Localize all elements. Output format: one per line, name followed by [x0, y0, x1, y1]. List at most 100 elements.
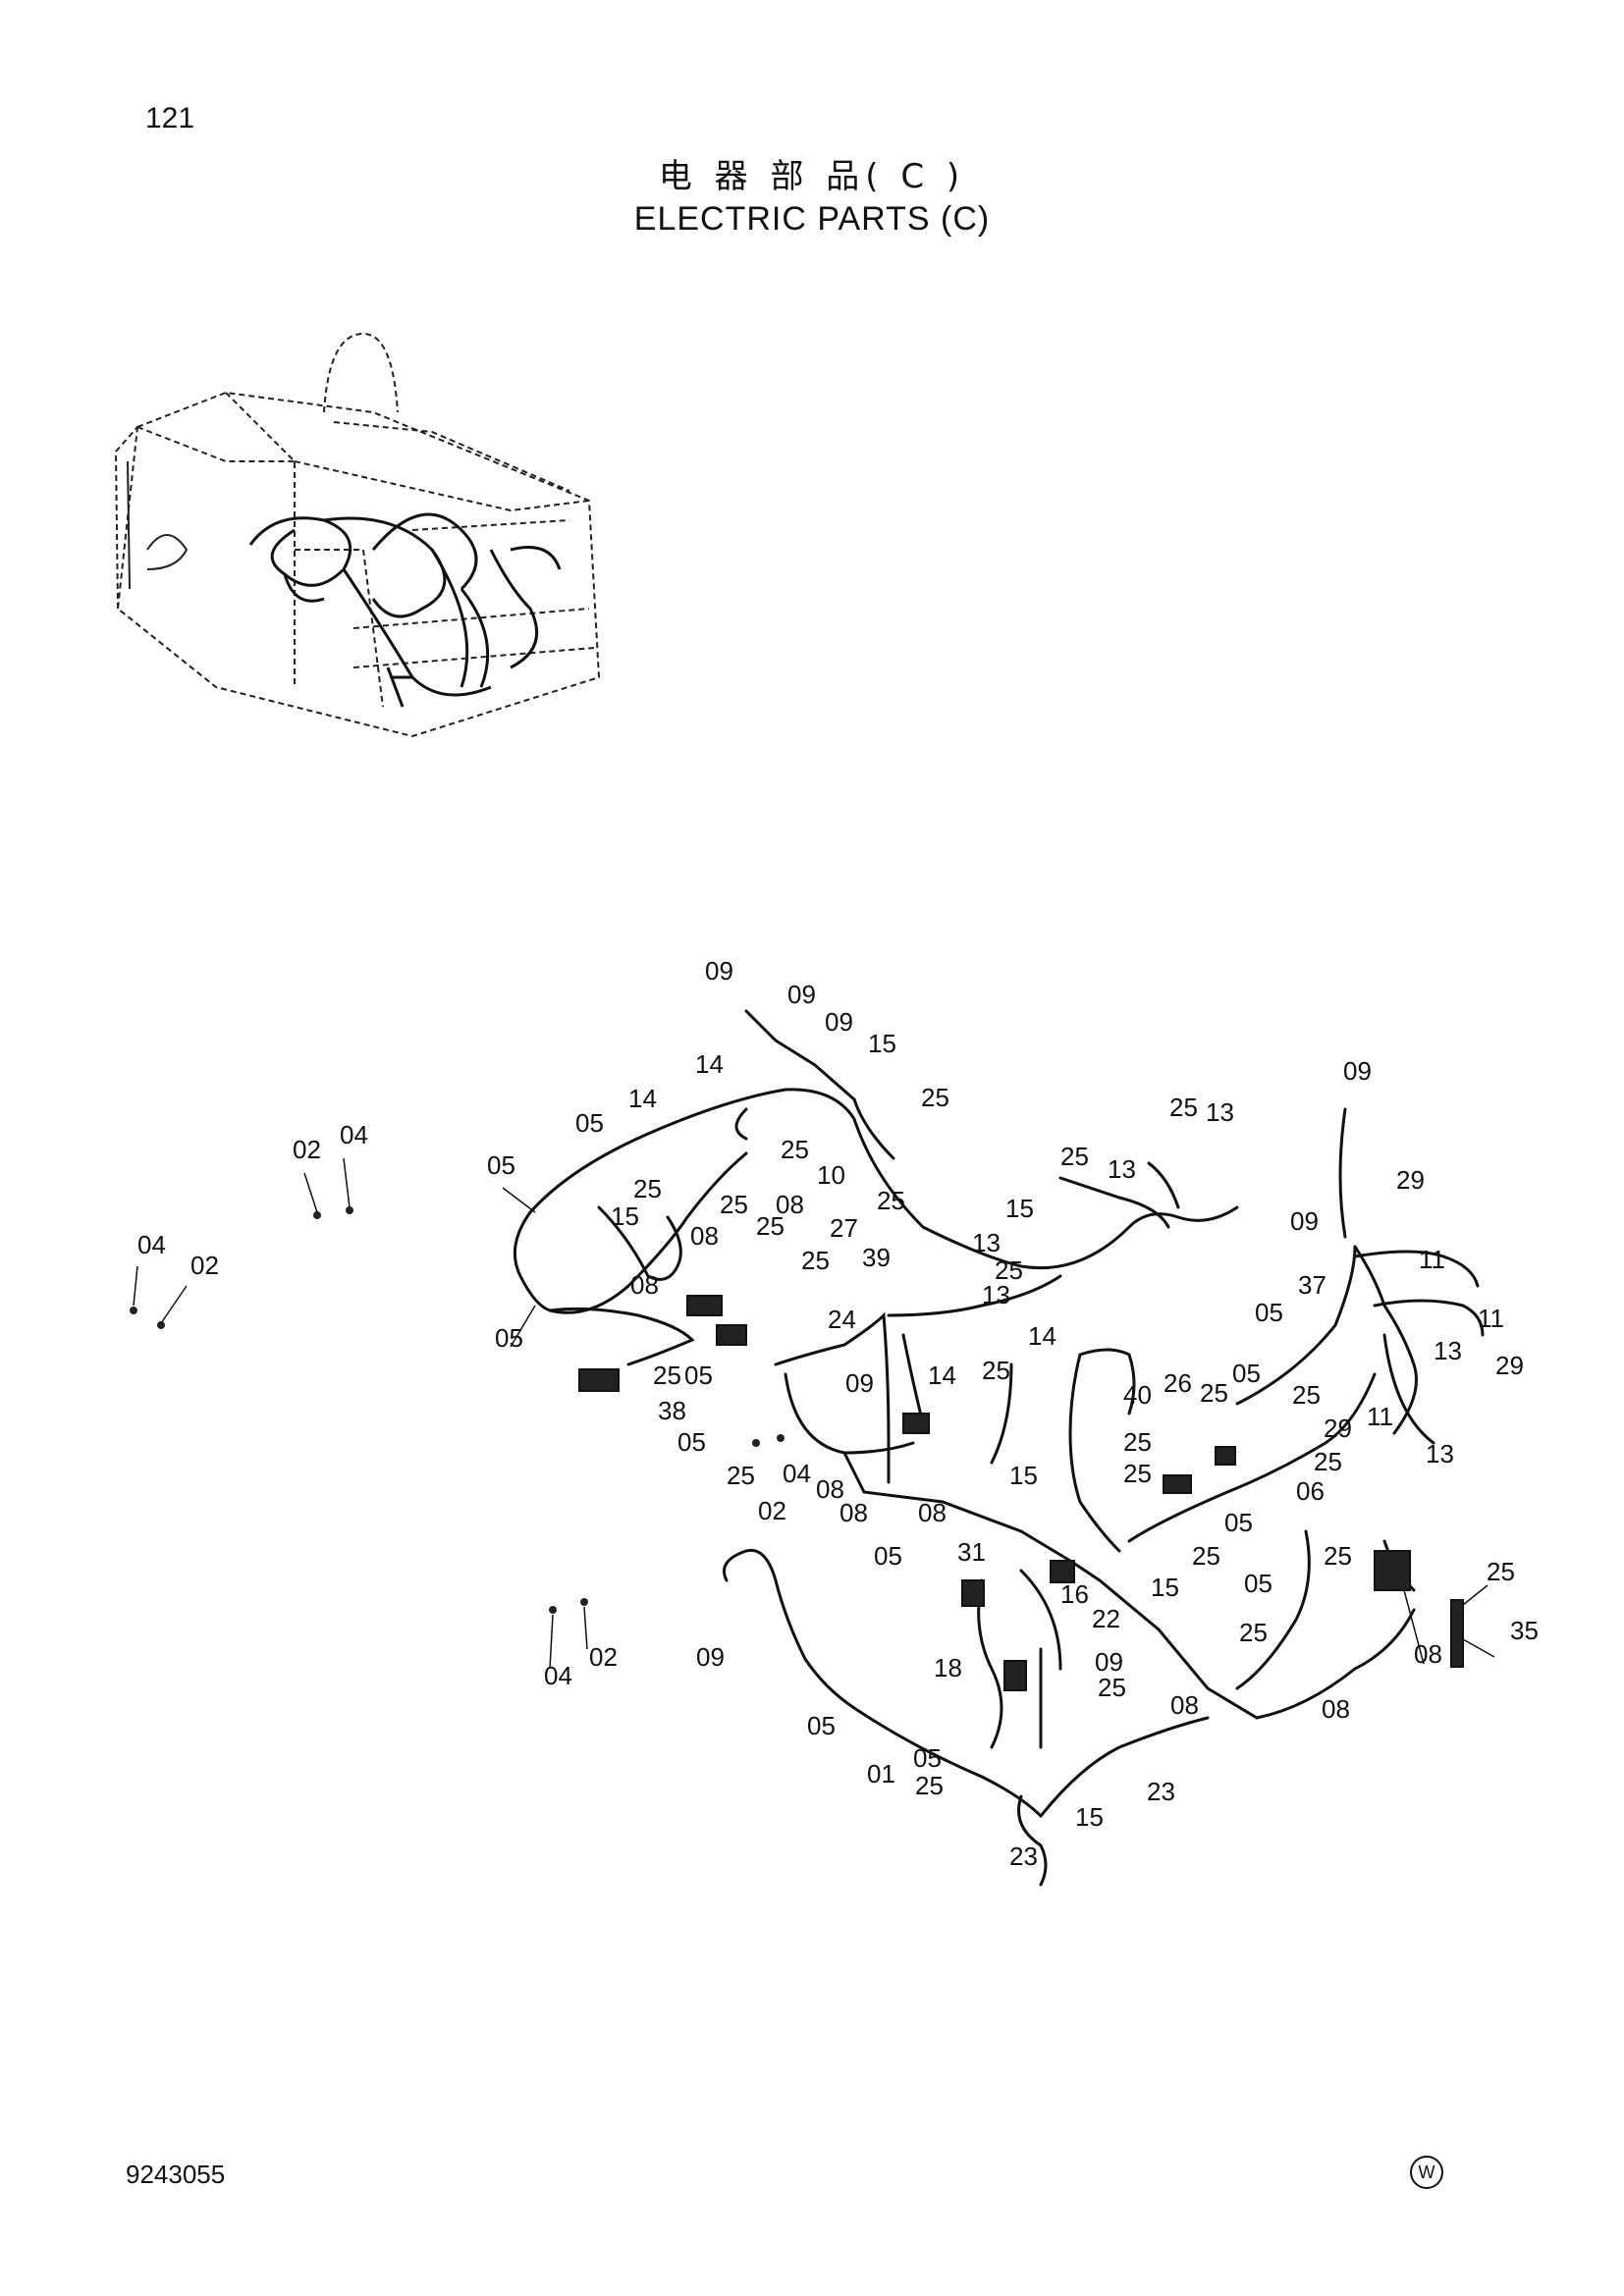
callout-05: 05	[495, 1323, 523, 1353]
callout-25: 25	[727, 1461, 755, 1490]
callout-05: 05	[874, 1541, 902, 1571]
callout-13: 13	[1426, 1439, 1454, 1468]
callout-08: 08	[816, 1474, 844, 1504]
callout-25: 25	[1324, 1541, 1352, 1571]
callout-02: 02	[190, 1251, 219, 1280]
callout-05: 05	[807, 1711, 836, 1740]
callout-25: 25	[756, 1211, 785, 1241]
callout-37: 37	[1298, 1270, 1326, 1300]
callout-02: 02	[293, 1135, 321, 1164]
callout-09: 09	[1290, 1206, 1319, 1236]
callout-02: 02	[758, 1496, 786, 1525]
callout-23: 23	[1147, 1777, 1175, 1806]
callout-25: 25	[1169, 1093, 1198, 1122]
callout-14: 14	[695, 1049, 724, 1079]
callout-01: 01	[867, 1759, 895, 1789]
callout-08: 08	[1322, 1694, 1350, 1724]
callout-04: 04	[137, 1230, 166, 1259]
callout-09: 09	[787, 980, 816, 1009]
callout-25: 25	[915, 1771, 944, 1800]
callout-05: 05	[1255, 1298, 1283, 1327]
callout-26: 26	[1164, 1368, 1192, 1398]
callout-29: 29	[1495, 1351, 1524, 1380]
callout-22: 22	[1092, 1604, 1120, 1633]
page-title-chinese: 电 器 部 品( C )	[658, 157, 966, 196]
callout-05: 05	[684, 1361, 713, 1390]
callout-25: 25	[801, 1246, 830, 1275]
callout-40: 40	[1123, 1380, 1152, 1410]
callout-06: 06	[1296, 1476, 1325, 1506]
document-number: 9243055	[126, 2160, 226, 2189]
callout-25: 25	[781, 1135, 809, 1164]
callout-25: 25	[653, 1361, 681, 1390]
callout-04: 04	[544, 1661, 572, 1690]
callout-08: 08	[630, 1270, 659, 1300]
callout-13: 13	[982, 1280, 1010, 1309]
callout-29: 29	[1396, 1165, 1425, 1195]
callout-14: 14	[628, 1084, 657, 1113]
callout-25: 25	[1123, 1427, 1152, 1457]
callout-16: 16	[1060, 1579, 1089, 1609]
callout-05: 05	[677, 1427, 706, 1457]
page-title-english: ELECTRIC PARTS (C)	[633, 200, 991, 238]
callout-25: 25	[1239, 1618, 1268, 1647]
callout-25: 25	[1292, 1380, 1321, 1410]
callout-05: 05	[575, 1108, 604, 1138]
callout-14: 14	[1028, 1321, 1056, 1351]
callout-13: 13	[1108, 1154, 1136, 1184]
callout-14: 14	[928, 1361, 956, 1390]
page-number: 121	[145, 102, 195, 134]
callout-29: 29	[1324, 1414, 1352, 1443]
callout-25: 25	[921, 1083, 949, 1112]
callout-11: 11	[1419, 1245, 1445, 1274]
callout-08: 08	[839, 1498, 868, 1527]
callout-25: 25	[1192, 1541, 1220, 1571]
callout-15: 15	[1009, 1461, 1038, 1490]
callout-05: 05	[1224, 1508, 1253, 1537]
callout-25: 25	[1200, 1378, 1228, 1408]
callout-25: 25	[1487, 1557, 1515, 1586]
callout-27: 27	[830, 1213, 858, 1243]
callout-23: 23	[1009, 1842, 1038, 1871]
callout-25: 25	[633, 1174, 662, 1203]
callout-08: 08	[918, 1498, 947, 1527]
callout-11: 11	[1367, 1402, 1393, 1431]
callout-13: 13	[972, 1228, 1001, 1257]
corner-mark: W	[1410, 2156, 1443, 2189]
callout-04: 04	[340, 1120, 368, 1149]
callout-18: 18	[934, 1653, 962, 1682]
callout-39: 39	[862, 1243, 891, 1272]
callout-09: 09	[705, 956, 733, 986]
callout-05: 05	[1244, 1569, 1272, 1598]
callout-13: 13	[1434, 1336, 1462, 1365]
callout-09: 09	[696, 1642, 725, 1672]
callout-15: 15	[1151, 1573, 1179, 1602]
callout-08: 08	[1170, 1690, 1199, 1720]
callout-09: 09	[845, 1368, 874, 1398]
callout-05: 05	[487, 1150, 515, 1180]
callout-25: 25	[982, 1356, 1010, 1385]
callout-25: 25	[877, 1186, 905, 1215]
callout-08: 08	[776, 1190, 804, 1219]
callout-09: 09	[1095, 1647, 1123, 1677]
callout-08: 08	[690, 1221, 719, 1251]
callout-10: 10	[817, 1160, 845, 1190]
callout-11: 11	[1478, 1304, 1504, 1333]
callout-25: 25	[1060, 1142, 1089, 1171]
callout-24: 24	[828, 1305, 856, 1334]
callout-31: 31	[957, 1537, 986, 1567]
callout-13: 13	[1206, 1097, 1234, 1127]
callout-25: 25	[1098, 1673, 1126, 1702]
callout-02: 02	[589, 1642, 618, 1672]
callout-25: 25	[720, 1190, 748, 1219]
callout-15: 15	[1075, 1802, 1104, 1832]
callout-15: 15	[868, 1029, 896, 1058]
callout-15: 15	[611, 1201, 639, 1231]
callout-15: 15	[1005, 1194, 1034, 1223]
callout-25: 25	[995, 1255, 1023, 1285]
callout-09: 09	[825, 1007, 853, 1037]
callout-05: 05	[1232, 1359, 1261, 1388]
callout-35: 35	[1510, 1616, 1539, 1645]
